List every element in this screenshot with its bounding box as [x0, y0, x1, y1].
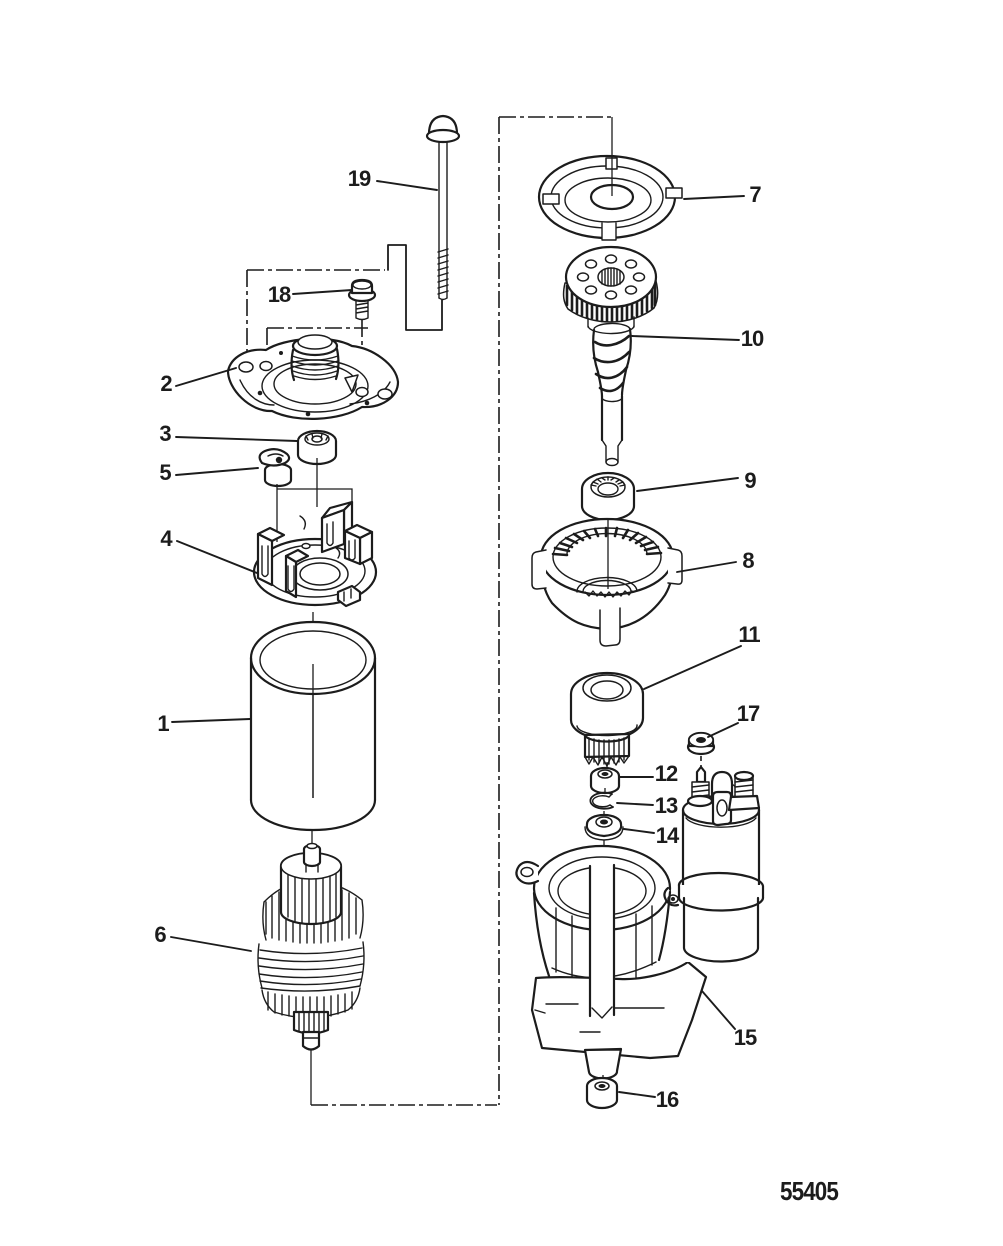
callout-5: 5 [159, 460, 171, 485]
terminal-nut [686, 731, 716, 767]
thrust-washer [589, 766, 621, 795]
callout-18: 18 [268, 282, 291, 307]
commutator-end-cap [226, 334, 400, 420]
solenoid [677, 765, 765, 963]
callout-14: 14 [656, 823, 680, 848]
phantom-lines [246, 116, 613, 1106]
callout-11: 11 [738, 622, 760, 647]
internal-gear-housing [531, 517, 683, 647]
callout-13: 13 [655, 793, 678, 818]
callout-2: 2 [160, 371, 172, 396]
callout-16: 16 [656, 1087, 679, 1112]
callout-1: 1 [157, 711, 169, 736]
callout-17: 17 [737, 701, 760, 726]
upper-bearing [296, 429, 338, 466]
brush-holder [252, 500, 378, 608]
through-bolt [425, 114, 461, 301]
callout-6: 6 [154, 922, 166, 947]
armature [257, 842, 365, 1051]
callout-12: 12 [655, 761, 678, 786]
snap-ring [589, 791, 614, 816]
needle-bearing [580, 471, 636, 522]
callout-labels: 19 18 2 3 5 4 1 6 7 10 9 8 11 17 12 13 1… [154, 166, 765, 1112]
spring-washer [584, 813, 624, 846]
leader-lines [170, 180, 745, 1098]
callout-4: 4 [160, 526, 173, 551]
mounting-bracket [515, 844, 708, 1081]
brush-and-lead [258, 447, 293, 488]
callout-3: 3 [159, 421, 171, 446]
pivot-bushing [585, 1076, 619, 1110]
callout-7: 7 [749, 182, 761, 207]
motor-frame [249, 620, 377, 832]
callout-10: 10 [741, 326, 764, 351]
callout-15: 15 [734, 1025, 757, 1050]
callout-8: 8 [742, 548, 754, 573]
drive-end-cap [537, 117, 683, 241]
drive-shaft-assembly [562, 245, 659, 467]
end-cap-screw [347, 278, 377, 321]
callout-9: 9 [744, 468, 756, 493]
projection-step-line [387, 244, 443, 331]
drive-pinion [569, 671, 645, 770]
drawing-number: 55405 [780, 1176, 838, 1206]
callout-19: 19 [348, 166, 371, 191]
